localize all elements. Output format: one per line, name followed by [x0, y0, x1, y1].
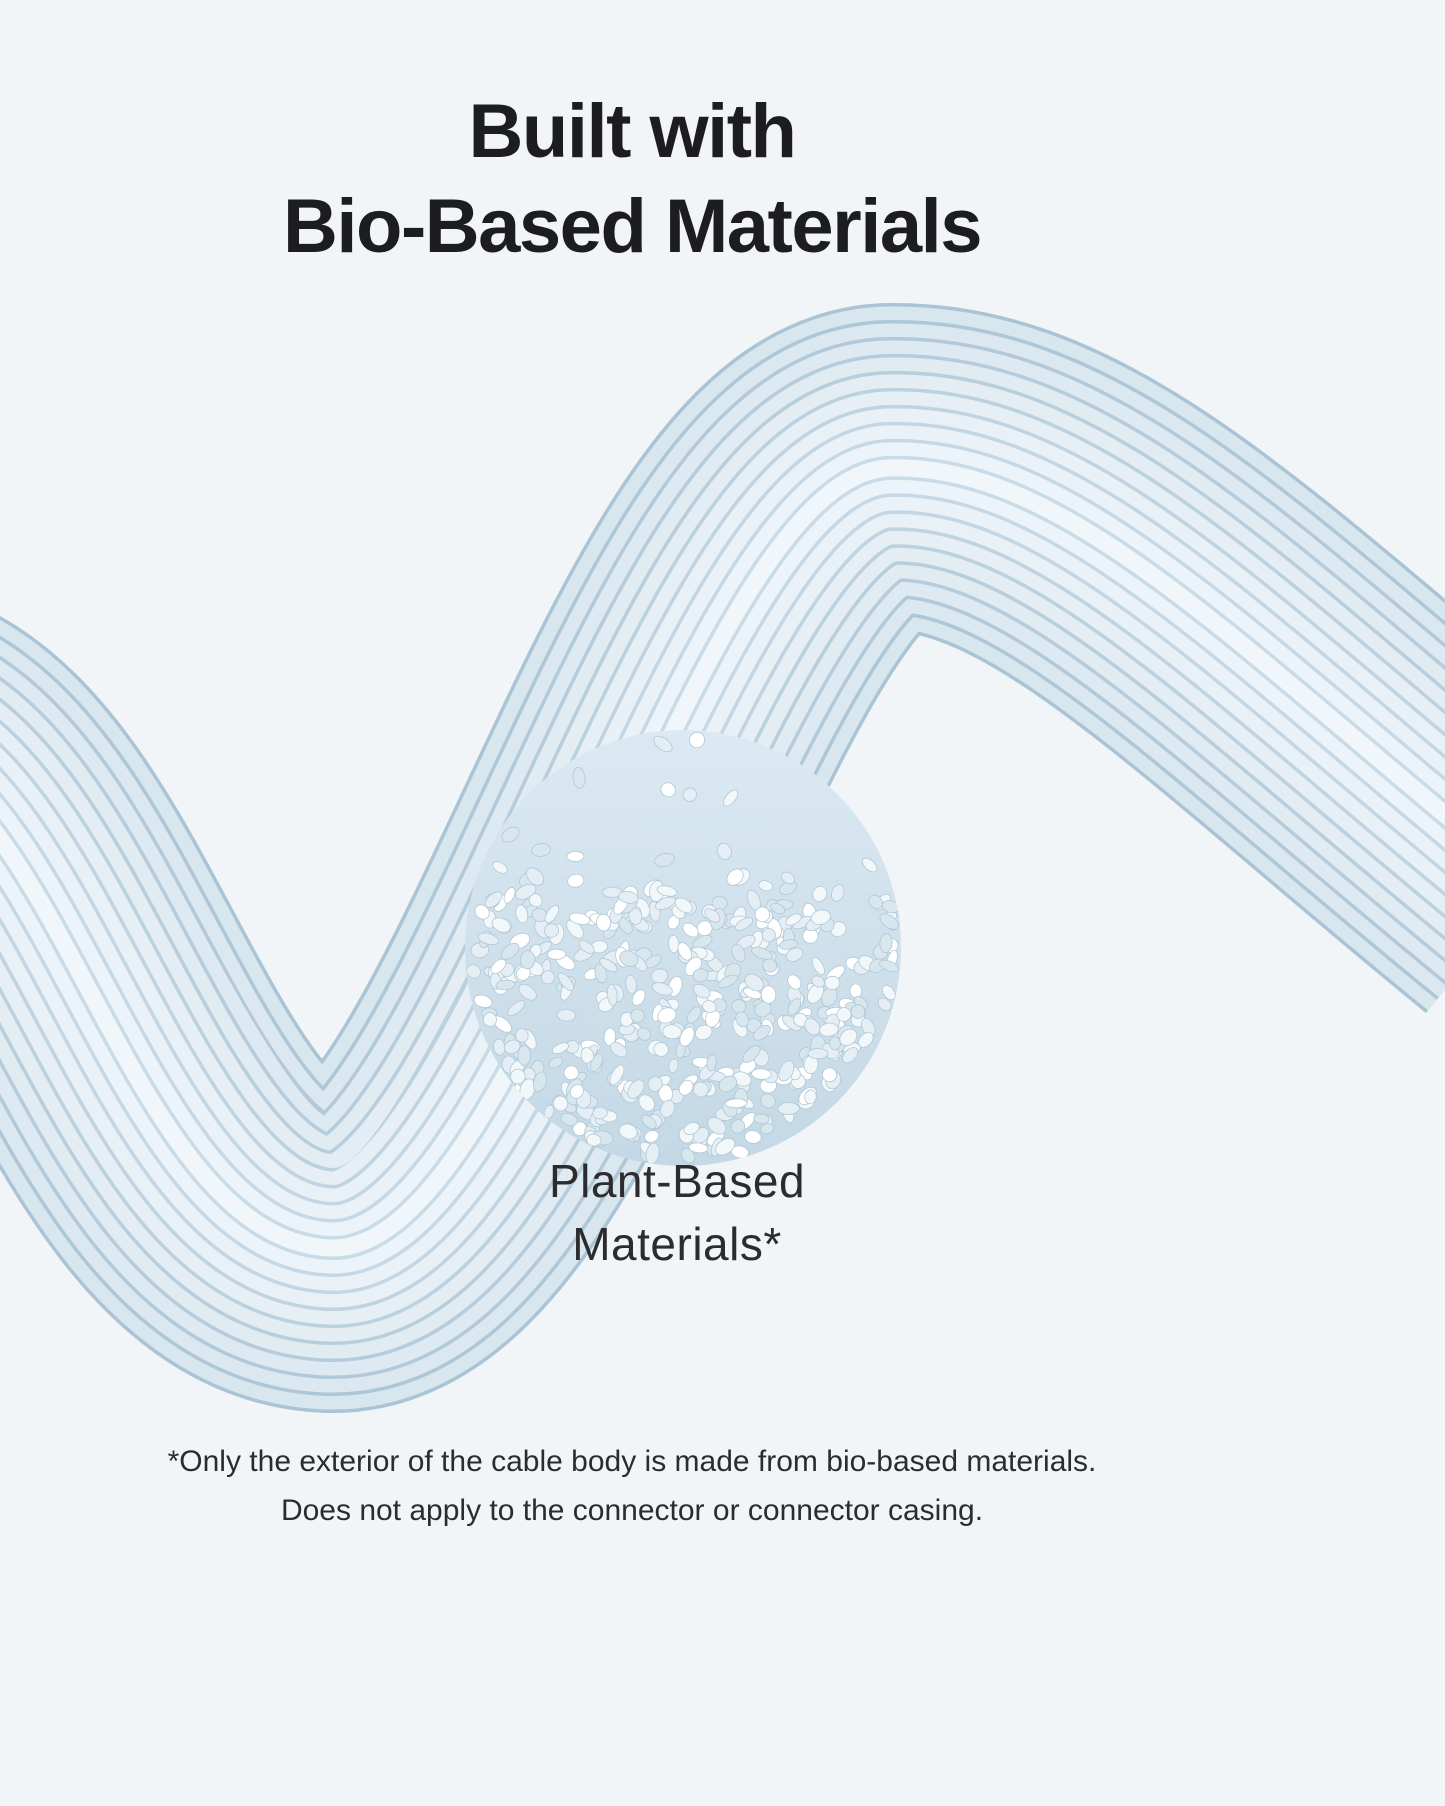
page-title: Built with Bio-Based Materials: [283, 84, 982, 274]
pellets-photo: [465, 730, 901, 1166]
inset-caption: Plant-Based Materials*: [549, 1150, 805, 1277]
title-line-2: Bio-Based Materials: [283, 184, 982, 269]
footnote-line-1: *Only the exterior of the cable body is …: [167, 1445, 1097, 1478]
pellets-pile: [465, 731, 900, 1165]
caption-line-1: Plant-Based: [548, 1155, 806, 1207]
materials-inset: [465, 730, 901, 1166]
footnote-line-2: Does not apply to the connector or conne…: [280, 1493, 984, 1527]
footnote: *Only the exterior of the cable body is …: [168, 1438, 1097, 1535]
caption-line-2: Materials*: [572, 1218, 782, 1271]
title-line-1: Built with: [468, 89, 797, 174]
